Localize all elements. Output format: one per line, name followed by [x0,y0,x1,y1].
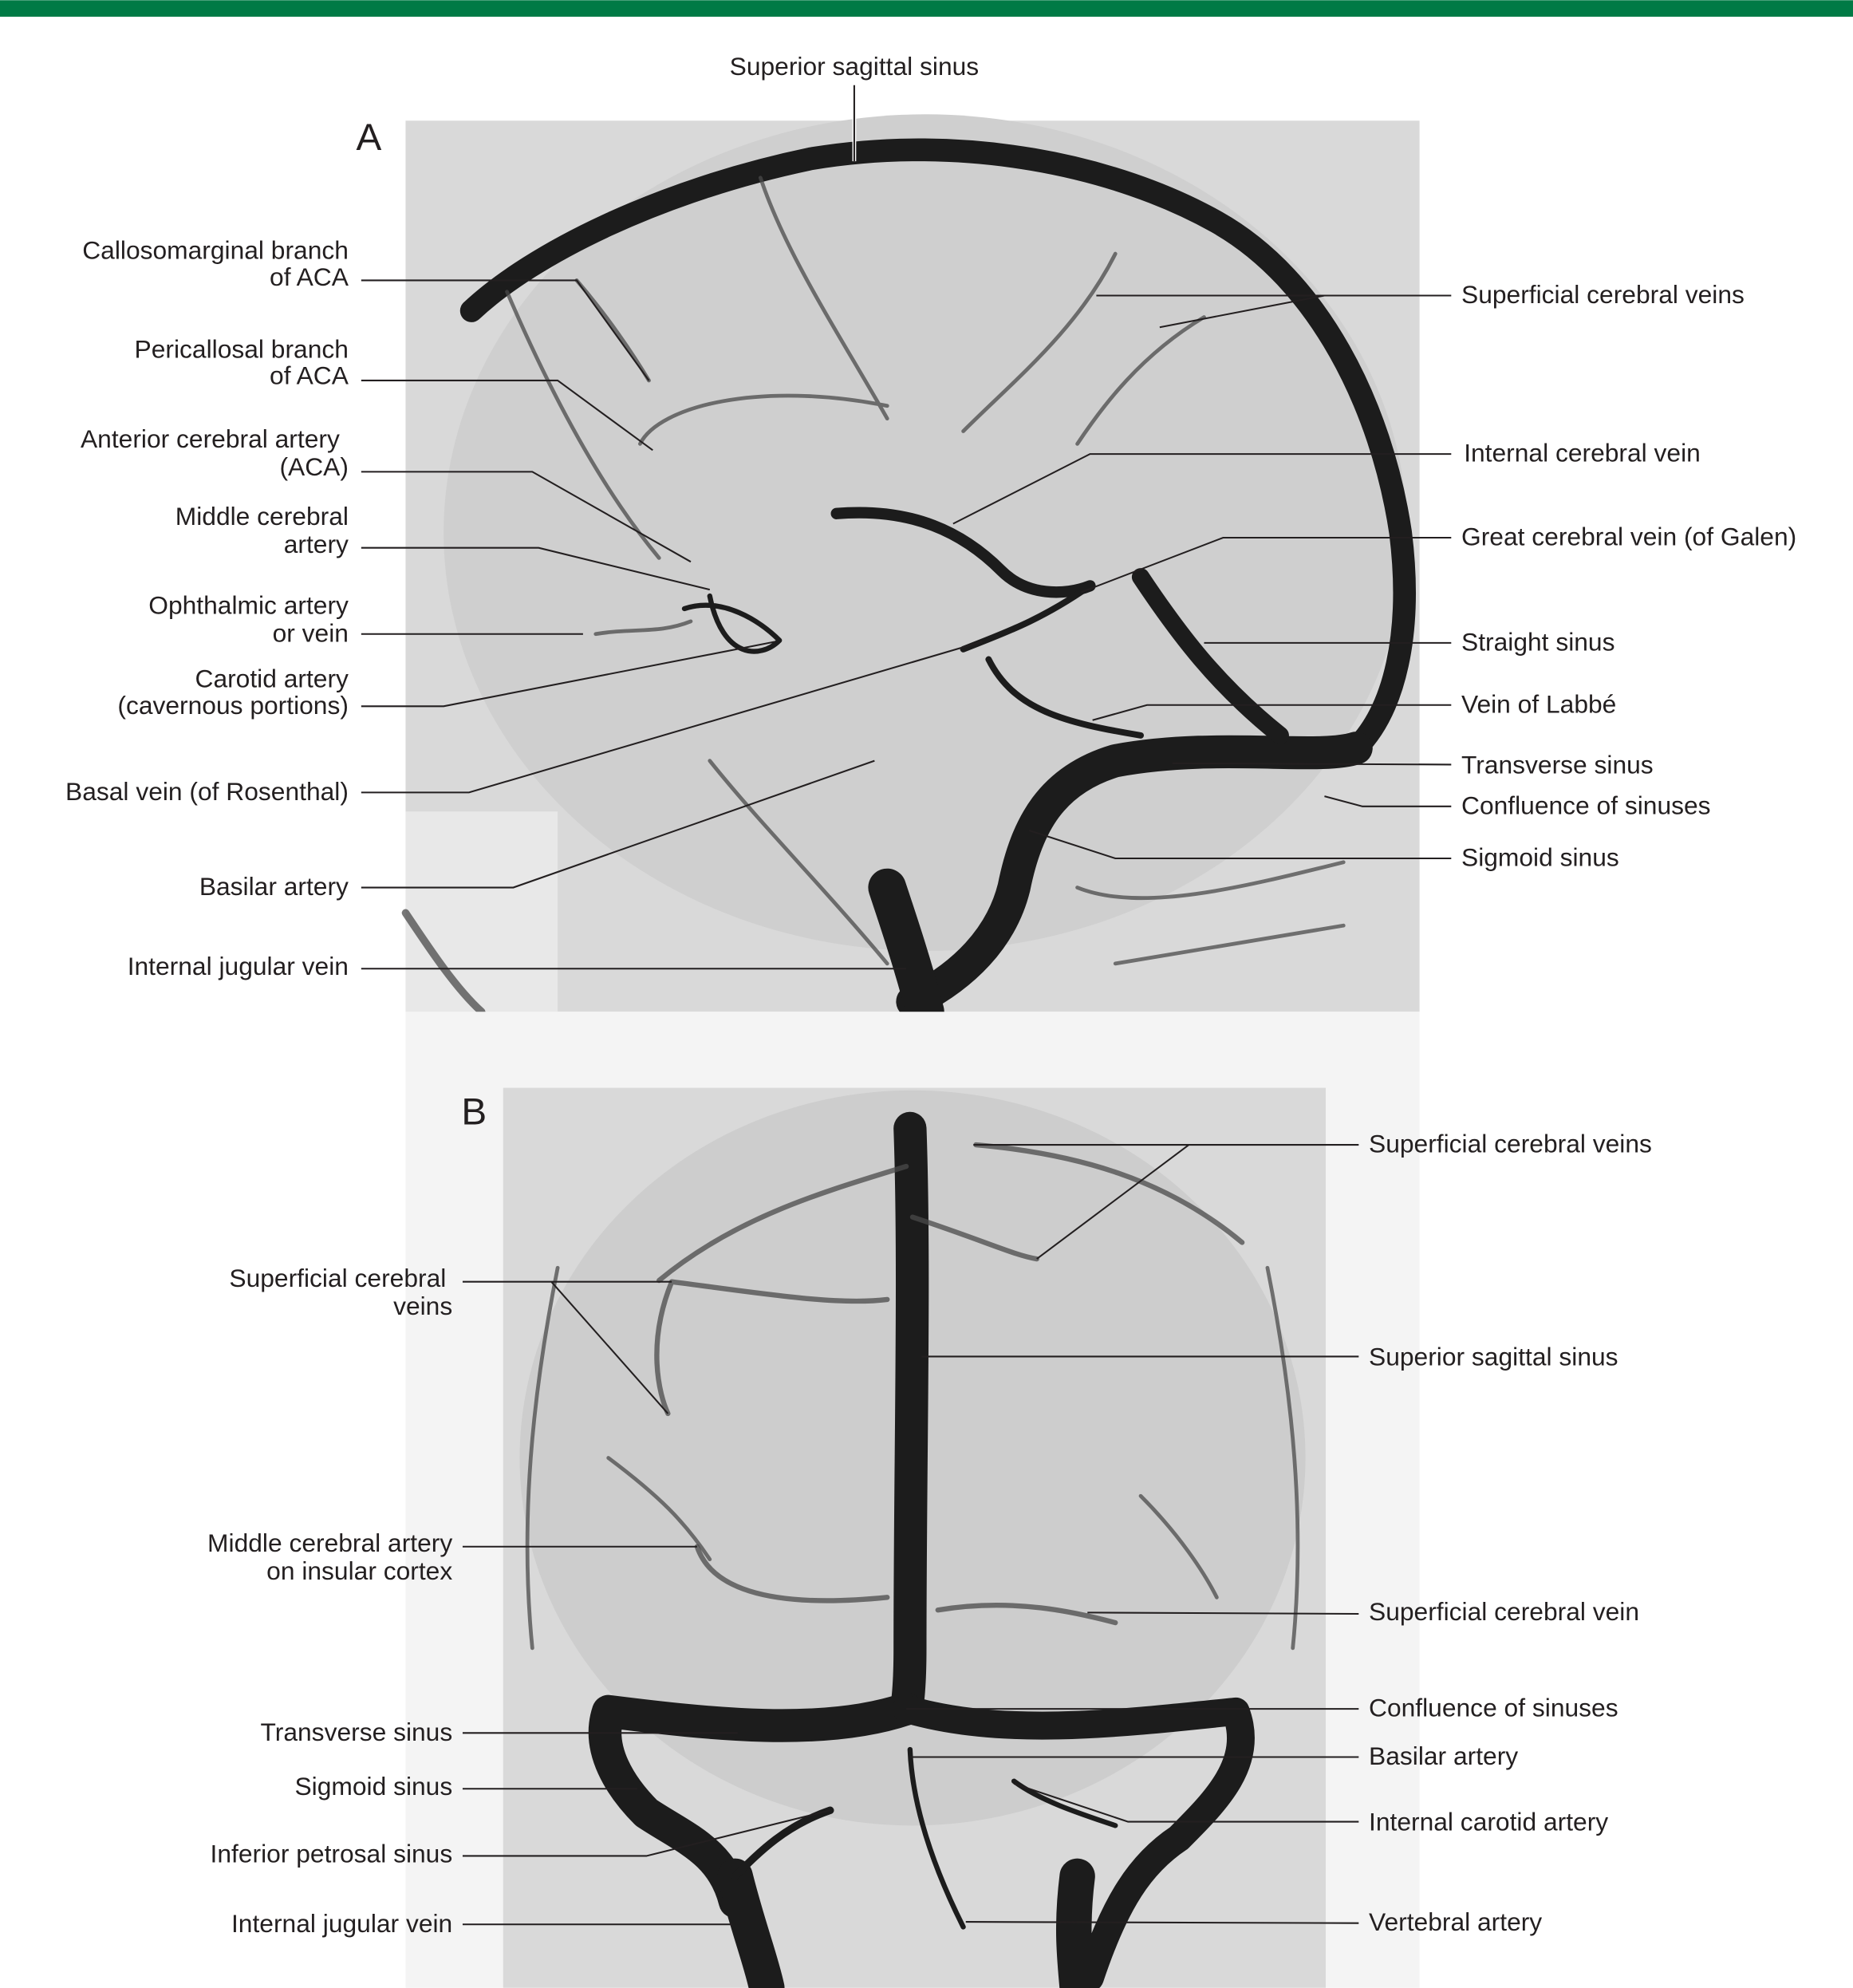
label-middle-cerebral-artery: Middle cerebral [175,502,349,531]
label-b-middle-cerebral-artery: Middle cerebral artery [207,1528,452,1557]
label-b-superficial-cerebral-vein: Superficial cerebral vein [1369,1597,1639,1626]
header-bar [0,0,1853,17]
label-b-inferior-petrosal-sinus: Inferior petrosal sinus [211,1839,453,1868]
panel-a-left-labels: Callosomarginal branch of ACA Pericallos… [65,235,349,980]
label-b-transverse-sinus: Transverse sinus [261,1718,453,1746]
label-b-confluence-of-sinuses: Confluence of sinuses [1369,1694,1618,1722]
label-ophthalmic-artery-2: or vein [273,618,349,647]
label-transverse-sinus: Transverse sinus [1461,751,1654,779]
label-basal-vein: Basal vein (of Rosenthal) [65,777,349,806]
label-b-sigmoid-sinus: Sigmoid sinus [294,1772,452,1801]
label-internal-cerebral-vein: Internal cerebral vein [1464,439,1701,467]
label-b-middle-cerebral-artery-2: on insular cortex [266,1556,452,1585]
label-carotid-artery-2: (cavernous portions) [117,691,349,720]
panel-b-left-labels: Superficial cerebral veins Middle cerebr… [207,1264,452,1938]
label-b-basilar-artery: Basilar artery [1369,1741,1518,1770]
panel-b-letter: B [461,1091,487,1134]
label-carotid-artery: Carotid artery [195,664,349,692]
label-anterior-cerebral-artery: Anterior cerebral artery [81,424,340,453]
panel-a-letter: A [356,116,381,159]
label-b-superficial-cerebral-veins-2: veins [393,1292,452,1320]
label-b-internal-carotid-artery: Internal carotid artery [1369,1808,1608,1836]
label-sigmoid-sinus: Sigmoid sinus [1461,843,1619,872]
label-pericallosal-branch: Pericallosal branch [135,334,349,363]
label-confluence-of-sinuses: Confluence of sinuses [1461,791,1711,819]
label-b-vertebral-artery: Vertebral artery [1369,1907,1542,1936]
label-middle-cerebral-artery-2: artery [284,530,349,558]
label-ophthalmic-artery: Ophthalmic artery [148,590,349,619]
label-callosomarginal-branch-2: of ACA [270,262,349,291]
label-b-superficial-cerebral-veins: Superficial cerebral [229,1264,446,1292]
label-pericallosal-branch-2: of ACA [270,361,349,390]
radiograph-frontal [503,1087,1327,1988]
label-basilar-artery: Basilar artery [199,872,349,901]
label-internal-jugular-vein: Internal jugular vein [128,952,349,980]
label-superior-sagittal-sinus: Superior sagittal sinus [730,52,980,81]
label-vein-of-labbe: Vein of Labbé [1461,689,1616,718]
label-superficial-cerebral-veins: Superficial cerebral veins [1461,280,1745,309]
label-anterior-cerebral-artery-2: (ACA) [279,452,348,481]
label-b-superior-sagittal-sinus: Superior sagittal sinus [1369,1343,1618,1371]
label-b-internal-jugular-vein: Internal jugular vein [231,1909,452,1938]
label-callosomarginal-branch: Callosomarginal branch [82,235,349,264]
panel-b-right-labels: Superficial cerebral veins Superior sagi… [1369,1130,1652,1937]
radiograph-lateral [401,114,1420,1031]
panel-a-right-labels: Superficial cerebral veins Internal cere… [1461,280,1796,871]
panel-b-leader-lines [462,1144,1359,1926]
label-straight-sinus: Straight sinus [1461,627,1614,656]
label-b-superficial-cerebral-veins-right: Superficial cerebral veins [1369,1130,1652,1158]
panel-a-leader-lines [361,85,1452,970]
label-great-cerebral-vein: Great cerebral vein (of Galen) [1461,523,1796,551]
